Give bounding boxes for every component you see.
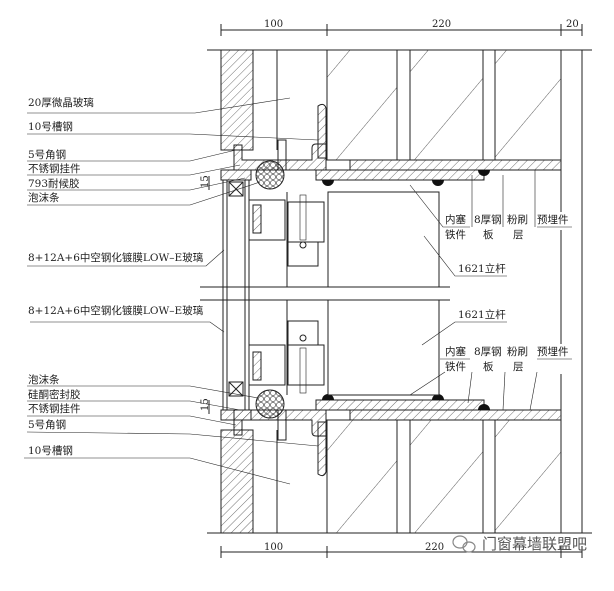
- dim-15-bottom: 15: [200, 398, 211, 411]
- label-plaster-b: 粉刷: [507, 345, 528, 358]
- stone-cladding: [220, 49, 328, 534]
- label-mullion-2: 1621立杆: [458, 308, 506, 321]
- dim-220-bottom: 220: [425, 542, 444, 553]
- right-labels-bottom: 1621立杆 内塞 铁件 8厚钢 板 粉刷 层 预埋件: [409, 308, 580, 411]
- left-labels-bottom: 8+12A+6中空钢化镀膜LOW–E玻璃 泡沫条 硅酮密封胶 不锈钢挂件 5号角…: [24, 304, 319, 485]
- channel-and-angle-steel: [233, 103, 327, 477]
- label-embedded-part: 预埋件: [537, 214, 569, 226]
- label-plaster-2: 层: [513, 229, 524, 241]
- concrete-slab-bottom: [326, 419, 562, 534]
- label-channel-steel-2: 10号槽钢: [28, 444, 73, 457]
- label-silicone-sealant: 硅酮密封胶: [28, 388, 81, 401]
- label-steel-plate-2: 板: [483, 228, 494, 241]
- dim-220-top: 220: [432, 19, 451, 30]
- wechat-icon: [452, 535, 476, 553]
- gap-dimension-bottom: 15: [200, 398, 211, 414]
- label-plaster-b2: 层: [513, 361, 524, 373]
- label-embedded-part-b: 预埋件: [537, 346, 569, 358]
- label-stainless-hanger: 不锈钢挂件: [28, 162, 81, 175]
- label-microcrystal-glass: 20厚微晶玻璃: [28, 96, 94, 109]
- bottom-dimension: 100 220: [220, 542, 583, 558]
- right-labels-top: 内塞 铁件 8厚钢 板 粉刷 层 预埋件 1621立杆: [409, 170, 580, 277]
- label-steel-plate-b: 8厚钢: [474, 345, 502, 358]
- label-steel-plate-b2: 板: [483, 360, 494, 373]
- label-angle-steel: 5号角钢: [28, 148, 66, 161]
- label-lowe-glass: 8+12A+6中空钢化镀膜LOW–E玻璃: [28, 251, 203, 264]
- label-mullion: 1621立杆: [458, 262, 506, 275]
- dim-100-bottom: 100: [264, 542, 283, 553]
- label-insert-iron-b2: 铁件: [445, 360, 466, 373]
- dim-15-top: 15: [200, 175, 211, 188]
- insulating-glass-unit: [220, 169, 286, 421]
- gap-dimension-top: 15: [200, 175, 211, 190]
- label-weather-sealant: 793耐候胶: [28, 177, 80, 190]
- dim-100-top: 100: [264, 19, 283, 30]
- steel-plates: [315, 159, 562, 421]
- watermark-text: 门窗幕墙联盟吧: [482, 535, 587, 553]
- label-insert-iron-b: 内塞: [445, 345, 466, 358]
- left-labels-top: 20厚微晶玻璃 10号槽钢 5号角钢 不锈钢挂件 793耐候胶 泡沫条 8+12…: [27, 96, 319, 267]
- top-dimension: 100 220 20: [220, 19, 583, 36]
- label-angle-steel-2: 5号角钢: [28, 418, 66, 431]
- label-stainless-hanger-2: 不锈钢挂件: [28, 402, 81, 415]
- dim-20-top: 20: [566, 19, 579, 30]
- mullion-1621: [200, 191, 450, 396]
- watermark: 门窗幕墙联盟吧: [452, 535, 587, 553]
- label-insert-iron: 内塞: [445, 213, 466, 226]
- label-lowe-glass-2: 8+12A+6中空钢化镀膜LOW–E玻璃: [28, 304, 203, 317]
- label-steel-plate: 8厚钢: [474, 213, 502, 226]
- label-foam-rod-2: 泡沫条: [28, 373, 60, 386]
- label-channel-steel: 10号槽钢: [28, 120, 73, 133]
- label-plaster: 粉刷: [507, 213, 528, 226]
- label-foam-rod: 泡沫条: [28, 191, 60, 204]
- concrete-slab-top: [326, 49, 562, 161]
- label-insert-iron-2: 铁件: [445, 228, 466, 241]
